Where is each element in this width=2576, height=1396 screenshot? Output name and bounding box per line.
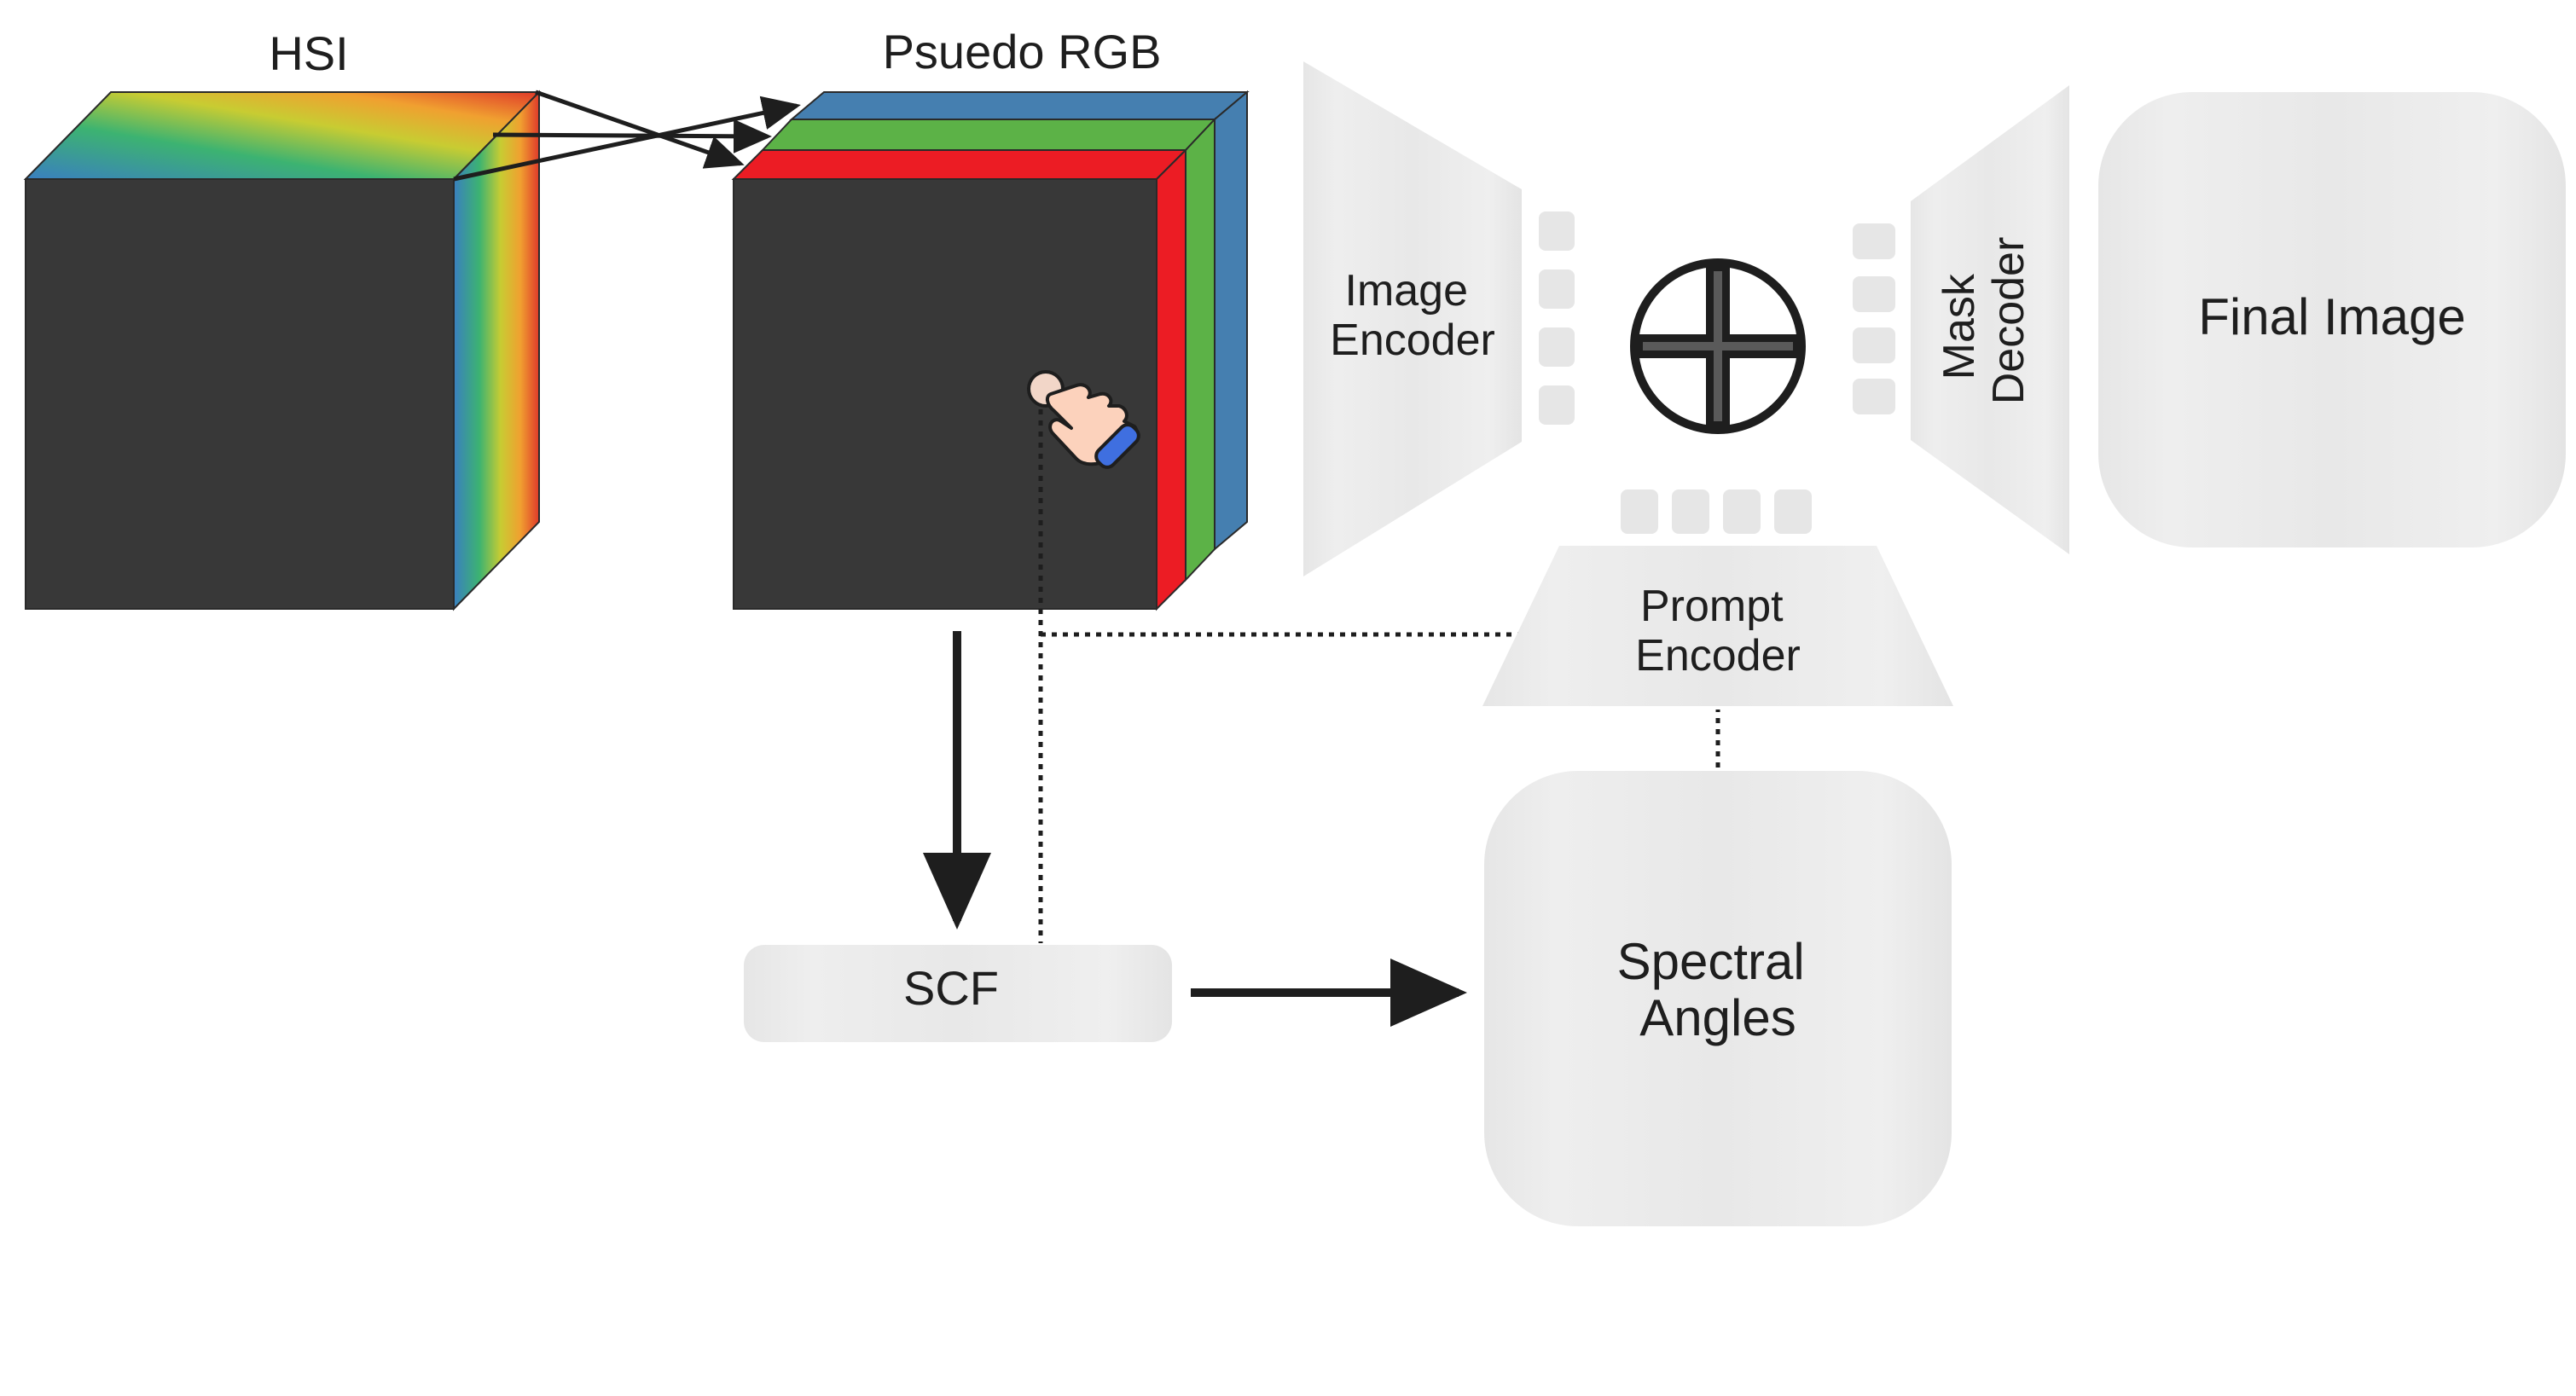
mask-decoder-line-2: Decoder: [1984, 237, 2034, 405]
decoder-token: [1853, 276, 1895, 312]
prompt-encoder-line-2: Encoder: [1635, 631, 1801, 681]
image-token: [1539, 211, 1575, 251]
pseudo-rgb-cube: [731, 90, 1250, 611]
image-embedding-tokens: [1539, 211, 1575, 425]
pointer-hand-icon: [1027, 370, 1140, 469]
prompt-token: [1723, 489, 1761, 534]
mask-decoder-line-1: Mask: [1935, 273, 1984, 379]
prompt-token: [1621, 489, 1658, 534]
rgb-green-top: [760, 119, 1217, 151]
rgb-cube-front: [733, 178, 1157, 610]
spectral-angles-line-1: Spectral: [1617, 933, 1805, 990]
hsi-cube: [23, 90, 542, 611]
scf-label: SCF: [903, 961, 999, 1015]
image-encoder-line-2: Encoder: [1330, 316, 1495, 365]
final-image-block: [2098, 92, 2566, 547]
image-token: [1539, 327, 1575, 367]
rgb-blue-top: [789, 91, 1250, 120]
spectral-angles-line-2: Angles: [1639, 989, 1796, 1046]
decoder-input-tokens: [1853, 223, 1895, 414]
mask-decoder-label: Mask Decoder: [1935, 237, 2034, 405]
final-image-label: Final Image: [2198, 288, 2465, 345]
band-selection-arrows: [453, 90, 801, 182]
band-arrow-3: [453, 96, 801, 182]
image-token: [1539, 269, 1575, 309]
scf-block: [744, 945, 1172, 1042]
hsi-cube-front: [25, 178, 455, 610]
spectral-angles-block: [1484, 771, 1952, 1226]
image-encoder-label: Image Encoder: [1330, 266, 1495, 365]
band-arrow-1: [535, 90, 745, 169]
image-encoder-block: [1303, 61, 1522, 576]
prompt-encoder-label: Prompt Encoder: [1635, 582, 1801, 681]
mask-decoder-block: [1911, 85, 2069, 554]
pseudo-rgb-label: Psuedo RGB: [883, 25, 1162, 78]
spectral-angles-label: Spectral Angles: [1617, 933, 1819, 1046]
hsi-label: HSI: [269, 26, 348, 80]
image-encoder-line-1: Image: [1345, 266, 1469, 316]
rgb-blue-side: [1214, 90, 1248, 552]
rgb-red-top: [731, 149, 1188, 180]
image-token: [1539, 385, 1575, 425]
oplus-icon: [1630, 258, 1806, 434]
band-arrow-2: [492, 119, 772, 154]
prompt-token: [1774, 489, 1812, 534]
hsi-cube-top: [23, 91, 542, 180]
click-prompt-dotted-line: [1038, 409, 1535, 943]
rgb-red-side: [1156, 148, 1186, 611]
prompt-encoder-block: [1482, 546, 1953, 706]
rgb-green-side: [1185, 117, 1215, 582]
prompt-embedding-tokens: [1621, 489, 1812, 534]
decoder-token: [1853, 327, 1895, 363]
prompt-encoder-line-1: Prompt: [1640, 582, 1784, 631]
prompt-token: [1672, 489, 1709, 534]
decoder-token: [1853, 379, 1895, 414]
decoder-token: [1853, 223, 1895, 259]
